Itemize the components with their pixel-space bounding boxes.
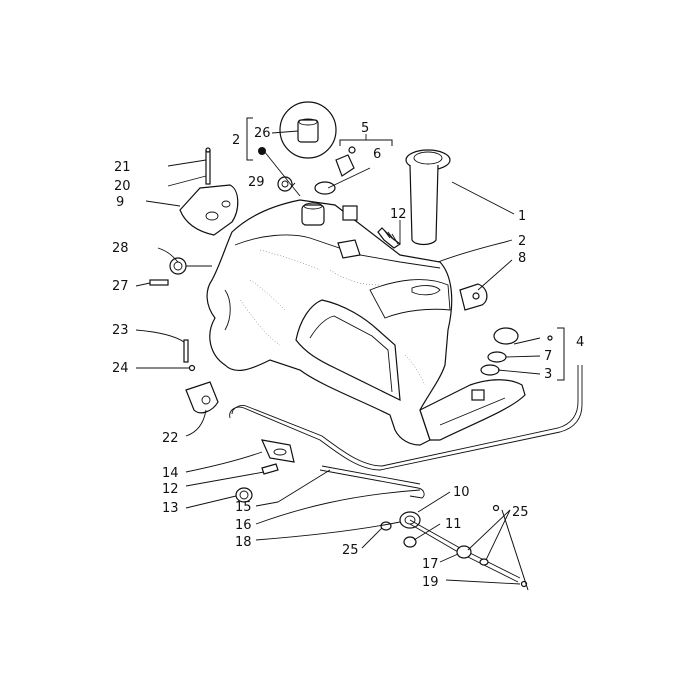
filler-neck (279, 101, 337, 226)
label-18: 18 (235, 535, 252, 550)
label-10: 10 (453, 485, 470, 500)
label-16: 16 (235, 518, 252, 533)
small-parts (149, 147, 553, 531)
label-25-right: 25 (512, 505, 529, 520)
label-12-upper: 12 (390, 207, 407, 222)
label-6: 6 (373, 147, 381, 162)
label-2-right: 2 (518, 234, 526, 249)
label-22: 22 (162, 431, 179, 446)
group-bracket-25 (501, 509, 529, 591)
label-19: 19 (422, 575, 439, 590)
leader-lines (135, 130, 541, 585)
label-26: 26 (254, 126, 271, 141)
fuel-tank (206, 199, 526, 446)
label-25-left: 25 (342, 543, 359, 558)
label-9: 9 (116, 195, 124, 210)
label-29: 29 (248, 175, 265, 190)
label-24: 24 (112, 361, 129, 376)
label-11: 11 (445, 517, 462, 532)
label-23: 23 (112, 323, 129, 338)
label-2-left: 2 (232, 133, 240, 148)
label-12-lower: 12 (162, 482, 179, 497)
label-27: 27 (112, 279, 129, 294)
label-28: 28 (112, 241, 129, 256)
label-4: 4 (576, 335, 584, 350)
group-bracket-5 (339, 139, 393, 146)
label-14: 14 (162, 466, 179, 481)
label-1: 1 (518, 209, 526, 224)
label-3: 3 (544, 367, 552, 382)
label-7: 7 (544, 349, 552, 364)
label-15: 15 (235, 500, 252, 515)
fuel-level-sender (405, 149, 451, 246)
label-8: 8 (518, 251, 526, 266)
label-21: 21 (114, 160, 131, 175)
label-5: 5 (361, 121, 369, 136)
hoses-and-cable (229, 365, 583, 588)
label-13: 13 (162, 501, 179, 516)
callout-labels: 1 2 8 4 7 3 5 6 12 2 26 29 21 20 9 28 27… (112, 121, 584, 590)
label-17: 17 (422, 557, 439, 572)
group-bracket-4 (557, 327, 565, 381)
label-20: 20 (114, 179, 131, 194)
group-bracket-26 (246, 117, 253, 161)
fuel-tap (314, 146, 356, 195)
